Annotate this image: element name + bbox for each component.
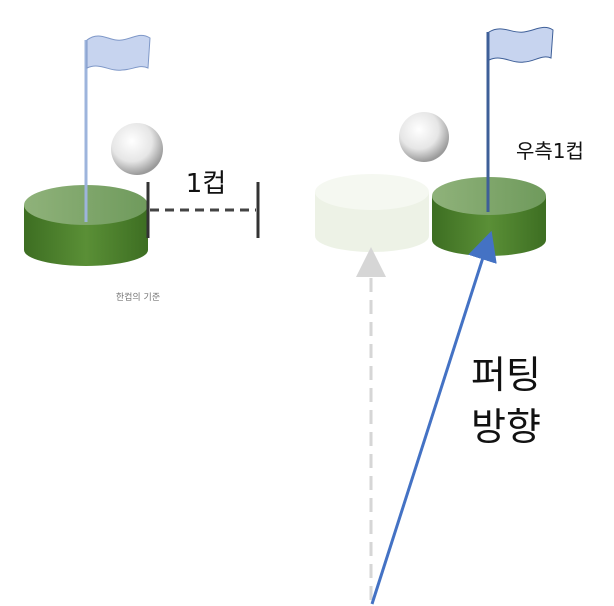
golf-ball-right-icon [399, 112, 449, 162]
left-panel: 1컵 한컵의 기준 [24, 34, 260, 303]
flag-right-icon [488, 26, 554, 63]
distance-bracket [146, 182, 260, 238]
golf-ball-left-icon [111, 123, 163, 175]
distance-label: 1컵 [186, 169, 226, 199]
putting-direction-line1: 퍼팅 [471, 353, 541, 397]
caption-label: 한컵의 기준 [116, 291, 160, 303]
flag-left-icon [86, 34, 151, 71]
putting-direction-line2: 방향 [471, 405, 541, 449]
putt-arrow [370, 230, 497, 605]
right-panel: 우측1컵 퍼팅 방향 [315, 26, 584, 605]
offset-label: 우측1컵 [516, 139, 584, 163]
ghost-cup [315, 174, 429, 252]
